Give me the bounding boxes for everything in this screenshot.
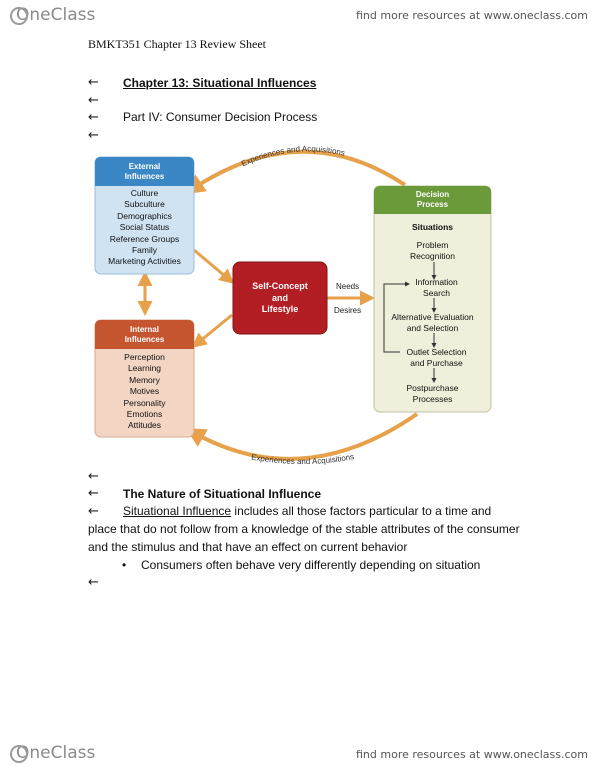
decision-title-line: Process bbox=[416, 200, 449, 209]
internal-influences-box bbox=[94, 319, 195, 438]
external-title-line: External bbox=[128, 162, 161, 171]
internal-to-self-arrow bbox=[191, 313, 233, 348]
internal-item: Emotions bbox=[126, 409, 163, 420]
situations-label: Situations bbox=[411, 222, 454, 232]
internal-item: Attitudes bbox=[127, 420, 162, 431]
doc-title: BMKT351 Chapter 13 Review Sheet bbox=[88, 37, 266, 51]
external-to-self-arrow bbox=[193, 248, 235, 284]
decision-step-line: Problem bbox=[416, 240, 449, 250]
decision-step-line: Outlet Selection bbox=[406, 347, 467, 357]
bottom-arc-arrow bbox=[185, 412, 419, 461]
decision-title-line: Decision bbox=[415, 190, 450, 199]
oneclass-logo-footer: OneClass bbox=[10, 743, 95, 763]
decision-step-line: and Selection bbox=[406, 322, 459, 333]
internal-item: Motives bbox=[129, 386, 160, 397]
bullet-dot: • bbox=[122, 558, 127, 572]
internal-title-line: Influences bbox=[124, 335, 165, 344]
desires-label: Desires bbox=[334, 306, 361, 315]
logo-ring-icon bbox=[10, 7, 28, 25]
decision-step: Problem Recognition bbox=[374, 240, 491, 261]
decision-process-box bbox=[373, 185, 492, 413]
external-title: External Influences bbox=[95, 162, 194, 182]
arrow-icon: ← bbox=[88, 110, 99, 125]
arrow-icon: ← bbox=[88, 75, 99, 90]
decision-step-line: and Purchase bbox=[410, 357, 463, 368]
external-list: Culture Subculture Demographics Social S… bbox=[95, 188, 194, 268]
decision-step-line: Recognition bbox=[410, 250, 455, 261]
definition-line-2: place that do not follow from a knowledg… bbox=[88, 522, 520, 536]
decision-step: Alternative Evaluation and Selection bbox=[374, 312, 491, 333]
top-arc-label: Experiences and Acquisitions bbox=[240, 144, 346, 168]
self-concept-line: and bbox=[271, 292, 288, 303]
definition-term: Situational Influence bbox=[123, 504, 232, 518]
arrow-icon: ← bbox=[88, 575, 99, 590]
internal-item: Perception bbox=[124, 352, 165, 362]
external-item: Family bbox=[131, 245, 158, 256]
logo-text: OneClass bbox=[16, 743, 96, 763]
internal-item: Personality bbox=[123, 397, 166, 408]
self-concept-box bbox=[232, 261, 328, 335]
bullet-text: Consumers often behave very differently … bbox=[141, 558, 481, 572]
arrow-icon: ← bbox=[88, 504, 99, 519]
arrow-icon: ← bbox=[88, 93, 99, 108]
decision-title: Decision Process bbox=[374, 190, 491, 210]
self-concept-line: Lifestyle bbox=[261, 304, 299, 314]
bottom-arc-label: Experiences and Acquisitions bbox=[251, 452, 355, 466]
header-tagline[interactable]: find more resources at www.oneclass.com bbox=[356, 9, 588, 22]
external-item: Culture bbox=[130, 188, 159, 198]
decision-step: Postpurchase Processes bbox=[374, 383, 491, 404]
external-item: Demographics bbox=[117, 210, 172, 221]
logo-text: OneClass bbox=[16, 5, 96, 25]
internal-list: Perception Learning Memory Motives Perso… bbox=[95, 352, 194, 432]
self-concept-line: Self-Concept bbox=[252, 281, 308, 291]
logo-ring-icon bbox=[10, 745, 28, 763]
internal-item: Learning bbox=[127, 363, 162, 374]
self-concept-label: Self-Concept and Lifestyle bbox=[233, 281, 327, 316]
arrow-icon: ← bbox=[88, 128, 99, 143]
definition-line-3: and the stimulus and that have an effect… bbox=[88, 540, 408, 554]
decision-step-line: Alternative Evaluation bbox=[391, 312, 474, 322]
external-influences-box bbox=[94, 156, 195, 275]
external-item: Marketing Activities bbox=[108, 256, 181, 267]
external-title-line: Influences bbox=[124, 172, 165, 181]
internal-title: Internal Influences bbox=[95, 325, 194, 345]
decision-step: Information Search bbox=[382, 277, 491, 298]
external-item: Subculture bbox=[124, 199, 165, 210]
decision-step: Outlet Selection and Purchase bbox=[382, 347, 491, 368]
decision-step-line: Postpurchase bbox=[406, 383, 459, 393]
needs-label: Needs bbox=[336, 282, 359, 291]
section-heading: The Nature of Situational Influence bbox=[123, 487, 322, 501]
arrow-icon: ← bbox=[88, 486, 99, 501]
internal-title-line: Internal bbox=[130, 325, 159, 334]
internal-item: Memory bbox=[129, 374, 160, 385]
top-arc-arrow bbox=[184, 149, 407, 195]
decision-step-line: Search bbox=[423, 287, 450, 298]
footer-tagline[interactable]: find more resources at www.oneclass.com bbox=[356, 748, 588, 761]
arrow-icon: ← bbox=[88, 469, 99, 484]
external-item: Social Status bbox=[119, 222, 170, 233]
definition-line-1: Situational Influence includes all those… bbox=[123, 502, 491, 520]
definition-text: includes all those factors particular to… bbox=[231, 504, 492, 518]
feedback-loop-arrow bbox=[383, 281, 410, 353]
decision-step-line: Information bbox=[415, 277, 458, 287]
chapter-heading: Chapter 13: Situational Influences bbox=[123, 76, 317, 90]
oneclass-logo: OneClass bbox=[10, 5, 95, 25]
part-heading: Part IV: Consumer Decision Process bbox=[123, 110, 318, 124]
decision-step-line: Processes bbox=[412, 393, 453, 404]
external-item: Reference Groups bbox=[109, 233, 180, 244]
